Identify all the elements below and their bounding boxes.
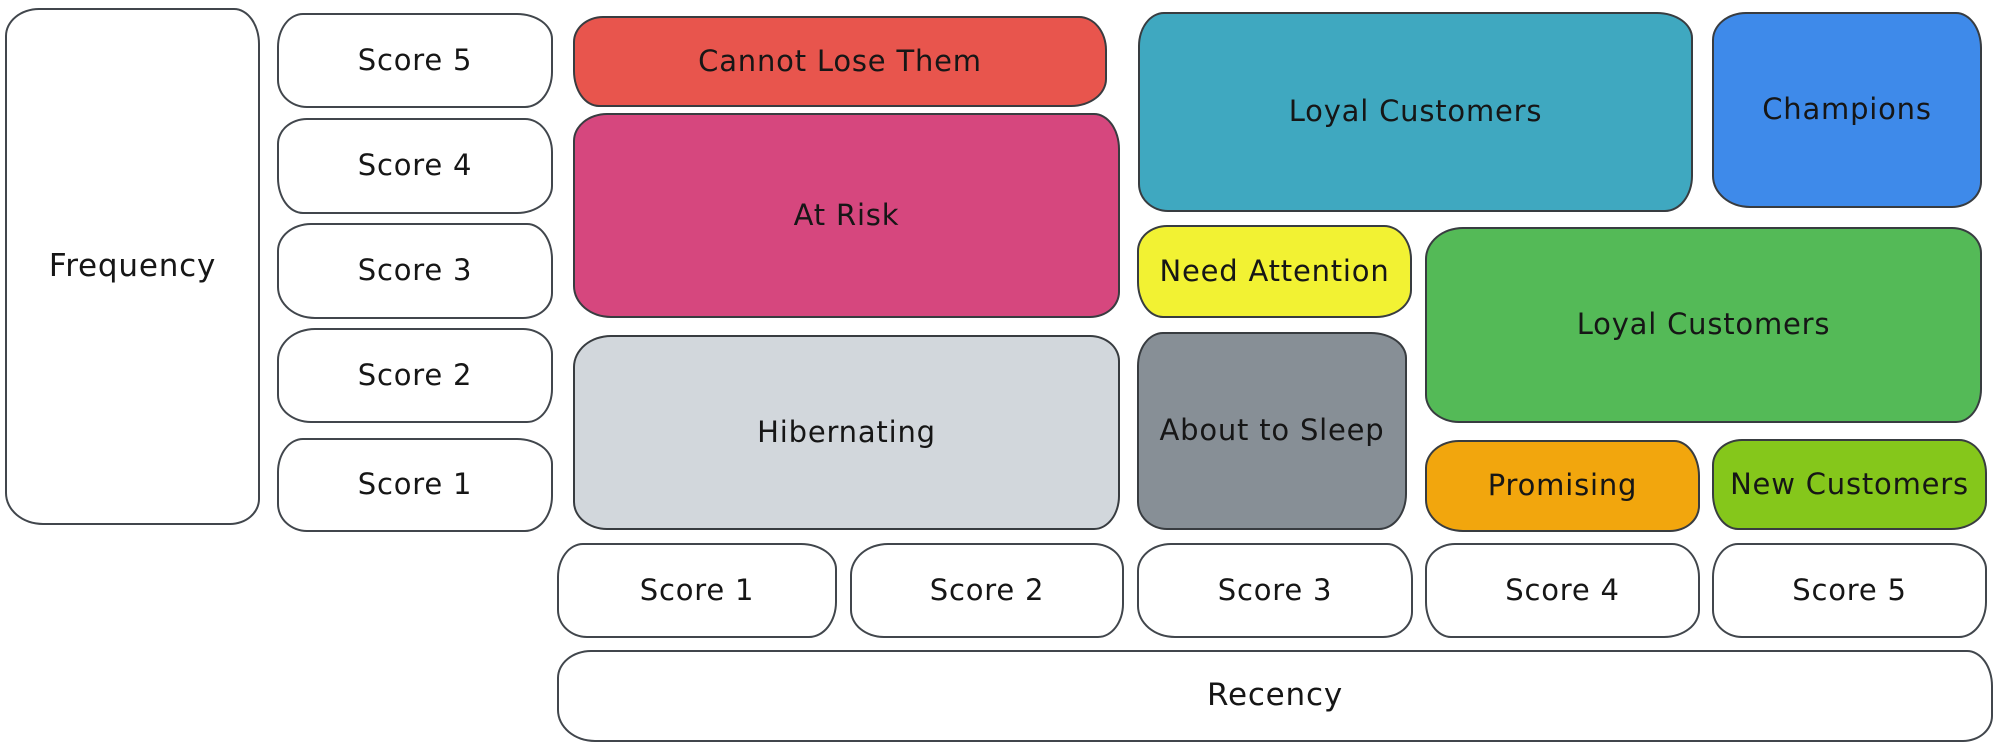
segment-about-to-sleep: About to Sleep: [1137, 332, 1407, 530]
recency-score-3-box: Score 3: [1137, 543, 1413, 638]
segment-need-attention: Need Attention: [1137, 225, 1412, 318]
segment-loyal-customers-mid: Loyal Customers: [1425, 227, 1982, 423]
segment-new-customers-label: New Customers: [1730, 466, 1969, 501]
segment-hibernating-label: Hibernating: [757, 414, 936, 449]
recency-score-4-box: Score 4: [1425, 543, 1700, 638]
recency-score-5-box: Score 5: [1712, 543, 1987, 638]
frequency-score-1-box: Score 1: [277, 438, 553, 532]
segment-promising: Promising: [1425, 440, 1700, 532]
recency-score-4-label: Score 4: [1505, 572, 1620, 607]
recency-axis-box: Recency: [557, 650, 1993, 742]
segment-champions-label: Champions: [1762, 92, 1932, 127]
recency-score-1-box: Score 1: [557, 543, 837, 638]
recency-score-2-box: Score 2: [850, 543, 1124, 638]
frequency-score-3-label: Score 3: [357, 253, 473, 288]
recency-score-3-label: Score 3: [1217, 572, 1333, 607]
segment-cannot-lose-them-label: Cannot Lose Them: [698, 43, 982, 78]
recency-score-5-label: Score 5: [1792, 572, 1907, 607]
segment-loyal-customers-top: Loyal Customers: [1138, 12, 1693, 212]
frequency-axis-label: Frequency: [48, 247, 217, 284]
frequency-score-5-label: Score 5: [357, 42, 473, 77]
segment-about-to-sleep-label: About to Sleep: [1159, 413, 1385, 448]
segment-loyal-customers-top-label: Loyal Customers: [1288, 94, 1543, 129]
segment-at-risk-label: At Risk: [793, 197, 900, 232]
frequency-score-4-label: Score 4: [357, 148, 473, 183]
recency-score-2-label: Score 2: [929, 572, 1045, 607]
segment-need-attention-label: Need Attention: [1159, 253, 1390, 288]
segment-cannot-lose-them: Cannot Lose Them: [573, 16, 1107, 107]
frequency-score-2-label: Score 2: [357, 357, 473, 392]
recency-axis-label: Recency: [1207, 677, 1343, 714]
frequency-score-5-box: Score 5: [277, 13, 553, 108]
frequency-score-2-box: Score 2: [277, 328, 553, 423]
segment-promising-label: Promising: [1487, 468, 1638, 503]
frequency-axis-box: Frequency: [5, 8, 260, 525]
recency-score-1-label: Score 1: [639, 572, 755, 607]
segment-hibernating: Hibernating: [573, 335, 1120, 530]
segment-new-customers: New Customers: [1712, 439, 1987, 530]
segment-champions: Champions: [1712, 12, 1982, 208]
segment-loyal-customers-mid-label: Loyal Customers: [1576, 307, 1831, 342]
frequency-score-4-box: Score 4: [277, 118, 553, 214]
segment-at-risk: At Risk: [573, 113, 1120, 318]
frequency-score-1-label: Score 1: [357, 467, 473, 502]
frequency-score-3-box: Score 3: [277, 223, 553, 319]
